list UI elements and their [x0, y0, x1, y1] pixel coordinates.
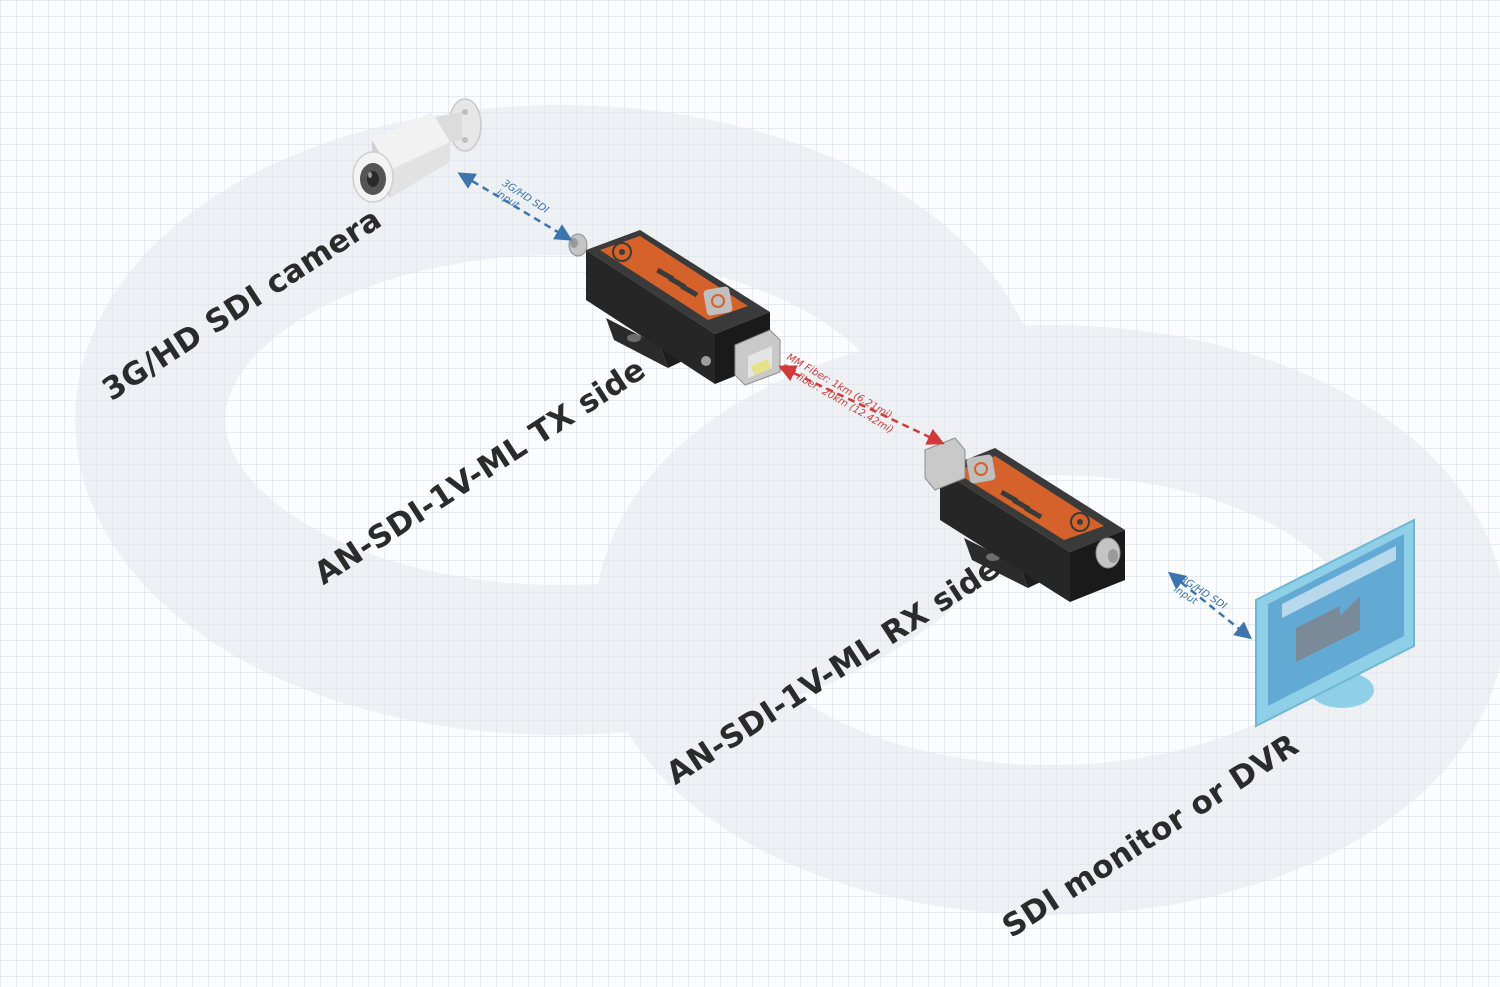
monitor-icon: [1255, 518, 1415, 728]
camera-sdi-link: [457, 172, 573, 241]
background-watermark: [75, 105, 1500, 915]
camera-icon: [352, 98, 482, 203]
rx-extender-device: [924, 437, 1125, 602]
tx-extender-device: [568, 230, 781, 386]
monitor-sdi-link: [1167, 571, 1253, 640]
fiber-link: [778, 365, 945, 445]
